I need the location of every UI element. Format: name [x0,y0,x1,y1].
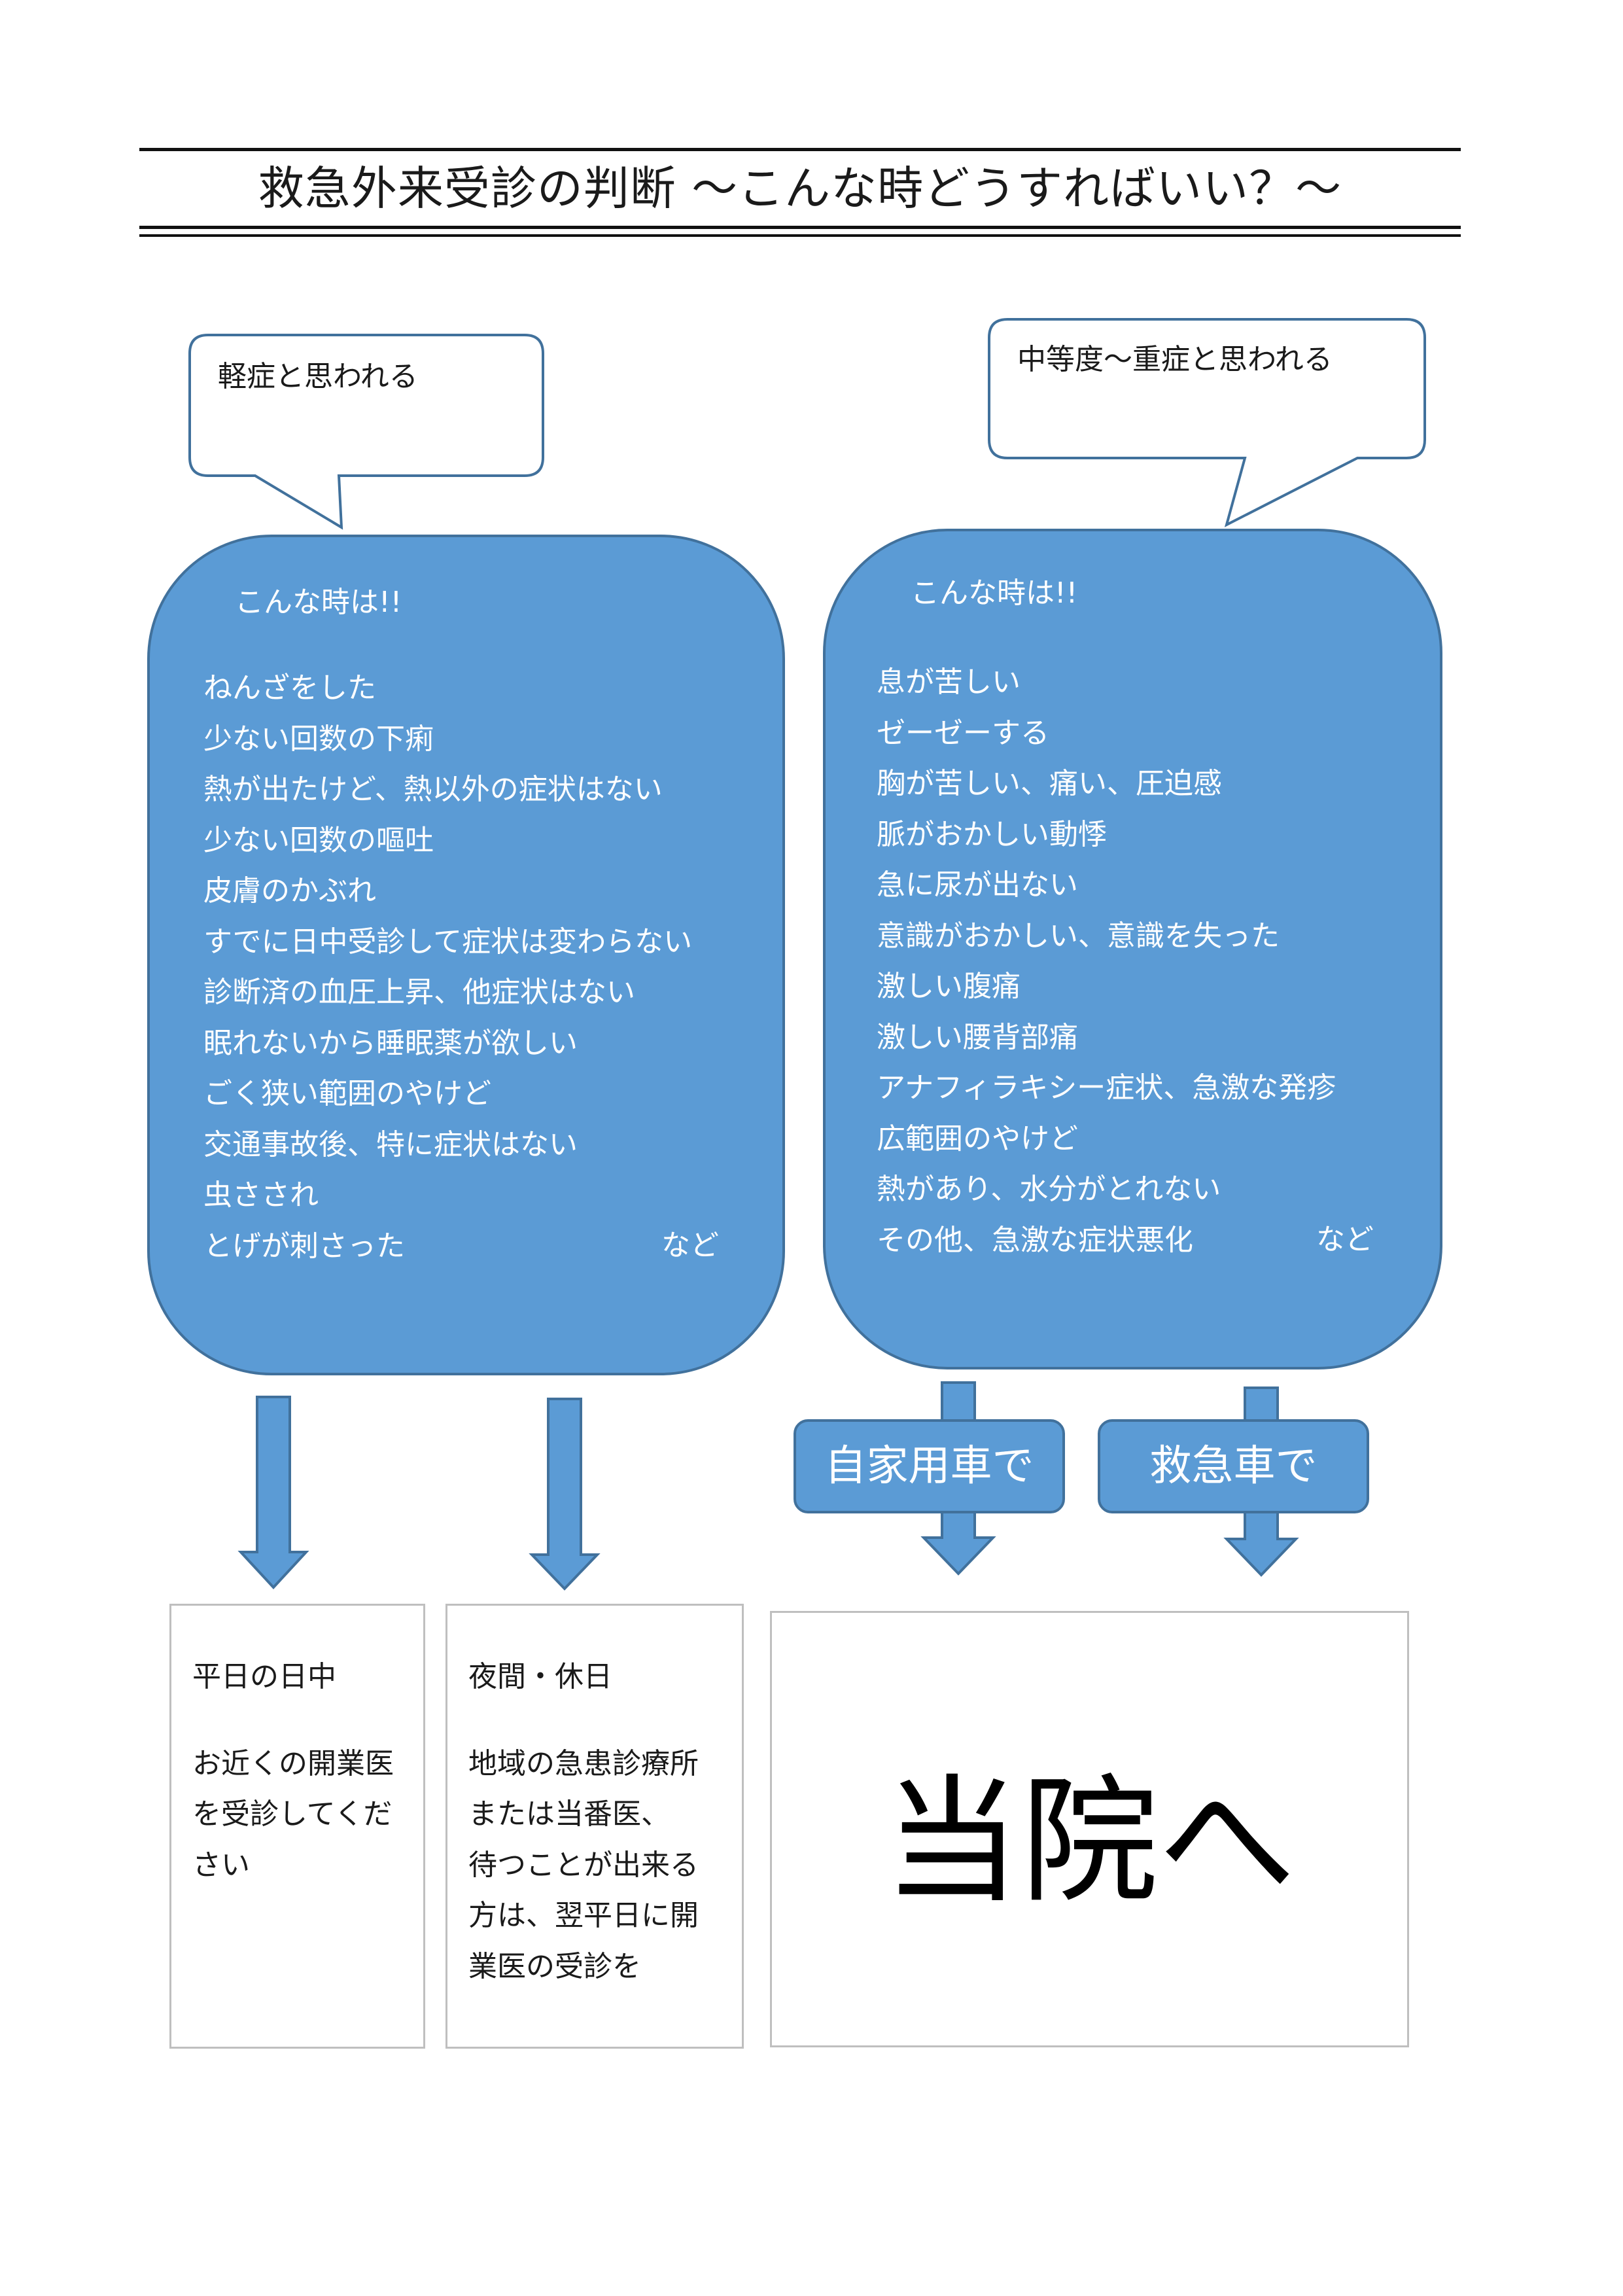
list-item: 熱があり、水分がとれない [877,1173,1221,1206]
weekday-daytime-box: 平日の日中 お近くの開業医 を受診してくだ さい [169,1604,425,2049]
title-rule-bottom-1 [139,226,1461,229]
arrow-to-night [529,1398,601,1591]
severe-symptom-list: 息が苦しい ゼーゼーする 胸が苦しい、痛い、圧迫感 脈がおかしい動悸 急に尿が出… [877,657,1406,1265]
list-item: 急に尿が出ない [877,868,1078,902]
mild-etc-label: など [661,1229,719,1262]
list-item: 脈がおかしい動悸 [877,817,1107,851]
callout-mild-bubble [188,334,544,530]
list-item: 少ない回数の嘔吐 [203,823,434,857]
callout-mild-label: 軽症と思われる [218,360,418,393]
list-item: その他、急激な症状悪化 [877,1223,1193,1257]
arrow-ambulance-head [1223,1511,1299,1577]
list-item: 胸が苦しい、痛い、圧迫感 [877,767,1222,800]
list-item: 激しい腹痛 [877,970,1021,1003]
list-item: 熱が出たけど、熱以外の症状はない [203,773,663,806]
arrow-ambulance-stem-top [1244,1386,1279,1422]
severe-box-heading: こんな時は!! [911,576,1078,610]
hospital-box: 当院へ [770,1611,1409,2047]
night-holiday-box: 夜間・休日 地域の急患診療所 または当番医、 待つことが出来る 方は、翌平日に開… [445,1604,744,2049]
mild-symptom-list: ねんざをした 少ない回数の下痢 熱が出たけど、熱以外の症状はない 少ない回数の嘔… [203,663,740,1271]
private-car-box: 自家用車で [794,1419,1065,1513]
mild-box-heading: こんな時は!! [235,586,402,619]
callout-severe-bubble [988,318,1426,527]
list-item: 少ない回数の下痢 [203,722,434,756]
list-item: 眠れないから睡眠薬が欲しい [203,1026,578,1060]
title-rule-bottom-2 [139,234,1461,237]
list-item: 交通事故後、特に症状はない [203,1127,578,1161]
callout-severe-label: 中等度〜重症と思われる [1017,343,1333,376]
list-item: すでに日中受診して症状は変わらない [203,925,693,959]
weekday-line: さい [192,1848,250,1882]
list-item: 虫さされ [203,1178,319,1212]
night-holiday-line: 地域の急患診療所 [468,1746,699,1780]
night-holiday-label: 夜間・休日 [468,1660,612,1693]
mild-symptoms-box: こんな時は!! ねんざをした 少ない回数の下痢 熱が出たけど、熱以外の症状はない… [147,535,785,1375]
hospital-label: 当院へ [883,1761,1296,1922]
weekday-line: お近くの開業医 [192,1746,394,1780]
list-item: 皮膚のかぶれ [203,874,376,908]
night-holiday-line: または当番医、 [468,1797,670,1831]
night-holiday-line: 待つことが出来る [468,1848,699,1882]
page-title: 救急外来受診の判断 〜こんな時どうすればいい？〜 [258,162,1342,215]
arrow-car-head [920,1511,996,1576]
list-item: とげが刺さった [203,1229,405,1263]
title-rule-top [139,148,1461,151]
list-item: ごく狭い範囲のやけど [203,1077,491,1110]
list-item: 意識がおかしい、意識を失った [877,919,1280,953]
list-item: 診断済の血圧上昇、他症状はない [203,976,635,1009]
list-item: 息が苦しい [877,665,1021,699]
weekday-label: 平日の日中 [192,1660,336,1693]
list-item: アナフィラキシー症状、急激な発疹 [877,1071,1336,1104]
arrow-car-stem-top [941,1381,976,1422]
list-item: ねんざをした [203,671,376,705]
list-item: ゼーゼーする [877,716,1049,750]
night-holiday-line: 方は、翌平日に開 [468,1899,699,1932]
severe-etc-label: など [1316,1223,1374,1256]
list-item: 激しい腰背部痛 [877,1020,1078,1054]
night-holiday-line: 業医の受診を [468,1949,641,1983]
severe-symptoms-box: こんな時は!! 息が苦しい ゼーゼーする 胸が苦しい、痛い、圧迫感 脈がおかしい… [823,529,1442,1369]
arrow-to-weekday [237,1396,309,1589]
list-item: 広範囲のやけど [877,1122,1078,1156]
weekday-line: を受診してくだ [192,1797,393,1831]
ambulance-box: 救急車で [1098,1419,1369,1513]
